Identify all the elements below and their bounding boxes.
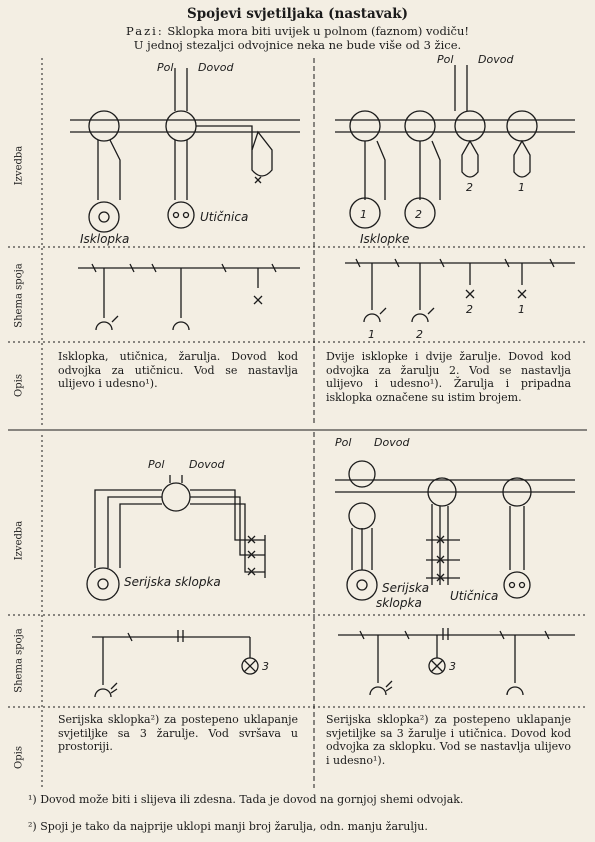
panel2-lamp-1 <box>513 139 531 178</box>
panel2-schem-label-1: 1 <box>368 328 375 341</box>
footnote-1: ¹) Dovod može biti i slijeva ili zdesna.… <box>28 793 464 806</box>
panel3-label-pol: Pol <box>148 458 164 471</box>
panel2-label-dovod: Dovod <box>478 53 514 66</box>
panel1-socket <box>167 201 195 229</box>
panel1-junction-box-left <box>88 110 120 142</box>
panel2-label-pol: Pol <box>437 53 453 66</box>
panel1-schem-switch <box>95 315 119 331</box>
panel1-junction-box-center <box>165 110 197 142</box>
panel4-label-serijska-2: sklopka <box>376 596 422 610</box>
panel4-label-pol: Pol <box>335 436 351 449</box>
panel2-label-switch-2: 2 <box>415 208 422 221</box>
panel2-schematic <box>345 258 575 323</box>
panel1-label-dovod: Dovod <box>198 61 234 74</box>
panel2-label-lamp-2: 2 <box>466 181 473 194</box>
panel4-label-serijska-1: Serijska <box>382 581 429 595</box>
panel4-junction-box-4 <box>502 477 532 507</box>
panel2-description: Dvije isklopke i dvije žarulje. Dovod ko… <box>326 350 571 404</box>
note-text-1: Sklopka mora biti uvijek u polnom (fazno… <box>167 24 469 38</box>
panel2-installation <box>335 65 575 229</box>
row-label-shema-bottom: Shema spoja <box>13 628 25 693</box>
panel4-label-uticnica: Utičnica <box>450 589 498 603</box>
panel2-junction-box-2 <box>404 110 436 142</box>
footnote-2: ²) Spoji je tako da najprije uklopi manj… <box>28 820 428 833</box>
panel1-schem-socket <box>172 321 190 331</box>
note-lead: Pazi: <box>126 24 164 38</box>
panel2-schem-label-lamp-1: 1 <box>518 303 525 316</box>
panel4-schematic <box>338 628 575 696</box>
panel3-series-switch <box>86 567 120 601</box>
panel2-label-isklopke: Isklopke <box>360 232 409 246</box>
row-label-izvedba-bottom: Izvedba <box>13 520 25 561</box>
panel1-label-isklopka: Isklopka <box>80 232 129 246</box>
panel3-label-dovod: Dovod <box>189 458 225 471</box>
panel2-switch-2 <box>404 197 436 229</box>
row-label-opis-top: Opis <box>13 374 25 397</box>
panel4-schem-lamp <box>428 657 446 675</box>
panel1-label-uticnica: Utičnica <box>200 210 248 224</box>
panel4-label-lamp-3: 3 <box>449 660 456 673</box>
panel1-description: Isklopka, utičnica, žarulja. Dovod kod o… <box>58 350 298 390</box>
panel4-junction-box-3 <box>427 477 457 507</box>
panel4-socket <box>503 571 531 599</box>
panel4-junction-box-2 <box>348 502 376 530</box>
panel-frame <box>8 58 587 788</box>
row-label-opis-bottom: Opis <box>13 746 25 769</box>
panel3-schematic <box>92 630 259 698</box>
panel2-switch-1 <box>349 197 381 229</box>
panel1-label-pol: Pol <box>157 61 173 74</box>
panel3-label-lamp-3: 3 <box>262 660 269 673</box>
panel2-label-lamp-1: 1 <box>518 181 525 194</box>
note-line-1: Pazi: Sklopka mora biti uvijek u polnom … <box>0 24 595 38</box>
panel2-junction-box-3 <box>454 110 486 142</box>
row-label-izvedba-top: Izvedba <box>13 145 25 186</box>
panel3-label-serijska: Serijska sklopka <box>124 575 221 589</box>
note-line-2: U jednoj stezaljci odvojnice neka ne bud… <box>133 38 462 52</box>
panel3-description: Serijska sklopka²) za postepeno uklapanj… <box>58 713 298 753</box>
panel4-label-dovod: Dovod <box>374 436 410 449</box>
panel1-schematic <box>78 263 300 331</box>
panel4-description: Serijska sklopka²) za postepeno uklapanj… <box>326 713 571 767</box>
panel4-junction-box-1 <box>348 460 376 488</box>
panel3-installation <box>86 475 266 601</box>
panel4-installation <box>335 460 575 601</box>
panel2-junction-box-1 <box>349 110 381 142</box>
panel3-schem-lamp <box>241 657 259 675</box>
panel2-lamp-2 <box>461 139 479 178</box>
panel2-label-switch-1: 1 <box>360 208 367 221</box>
panel2-schem-label-2: 2 <box>416 328 423 341</box>
panel1-switch <box>88 201 120 233</box>
panel3-junction-box <box>161 482 191 512</box>
panel1-lamp <box>251 130 273 177</box>
panel2-junction-box-4 <box>506 110 538 142</box>
panel1-installation <box>70 68 300 233</box>
panel4-series-switch <box>346 569 378 601</box>
panel2-schem-label-lamp-2: 2 <box>466 303 473 316</box>
page-title: Spojevi svjetiljaka (nastavak) <box>186 6 409 22</box>
